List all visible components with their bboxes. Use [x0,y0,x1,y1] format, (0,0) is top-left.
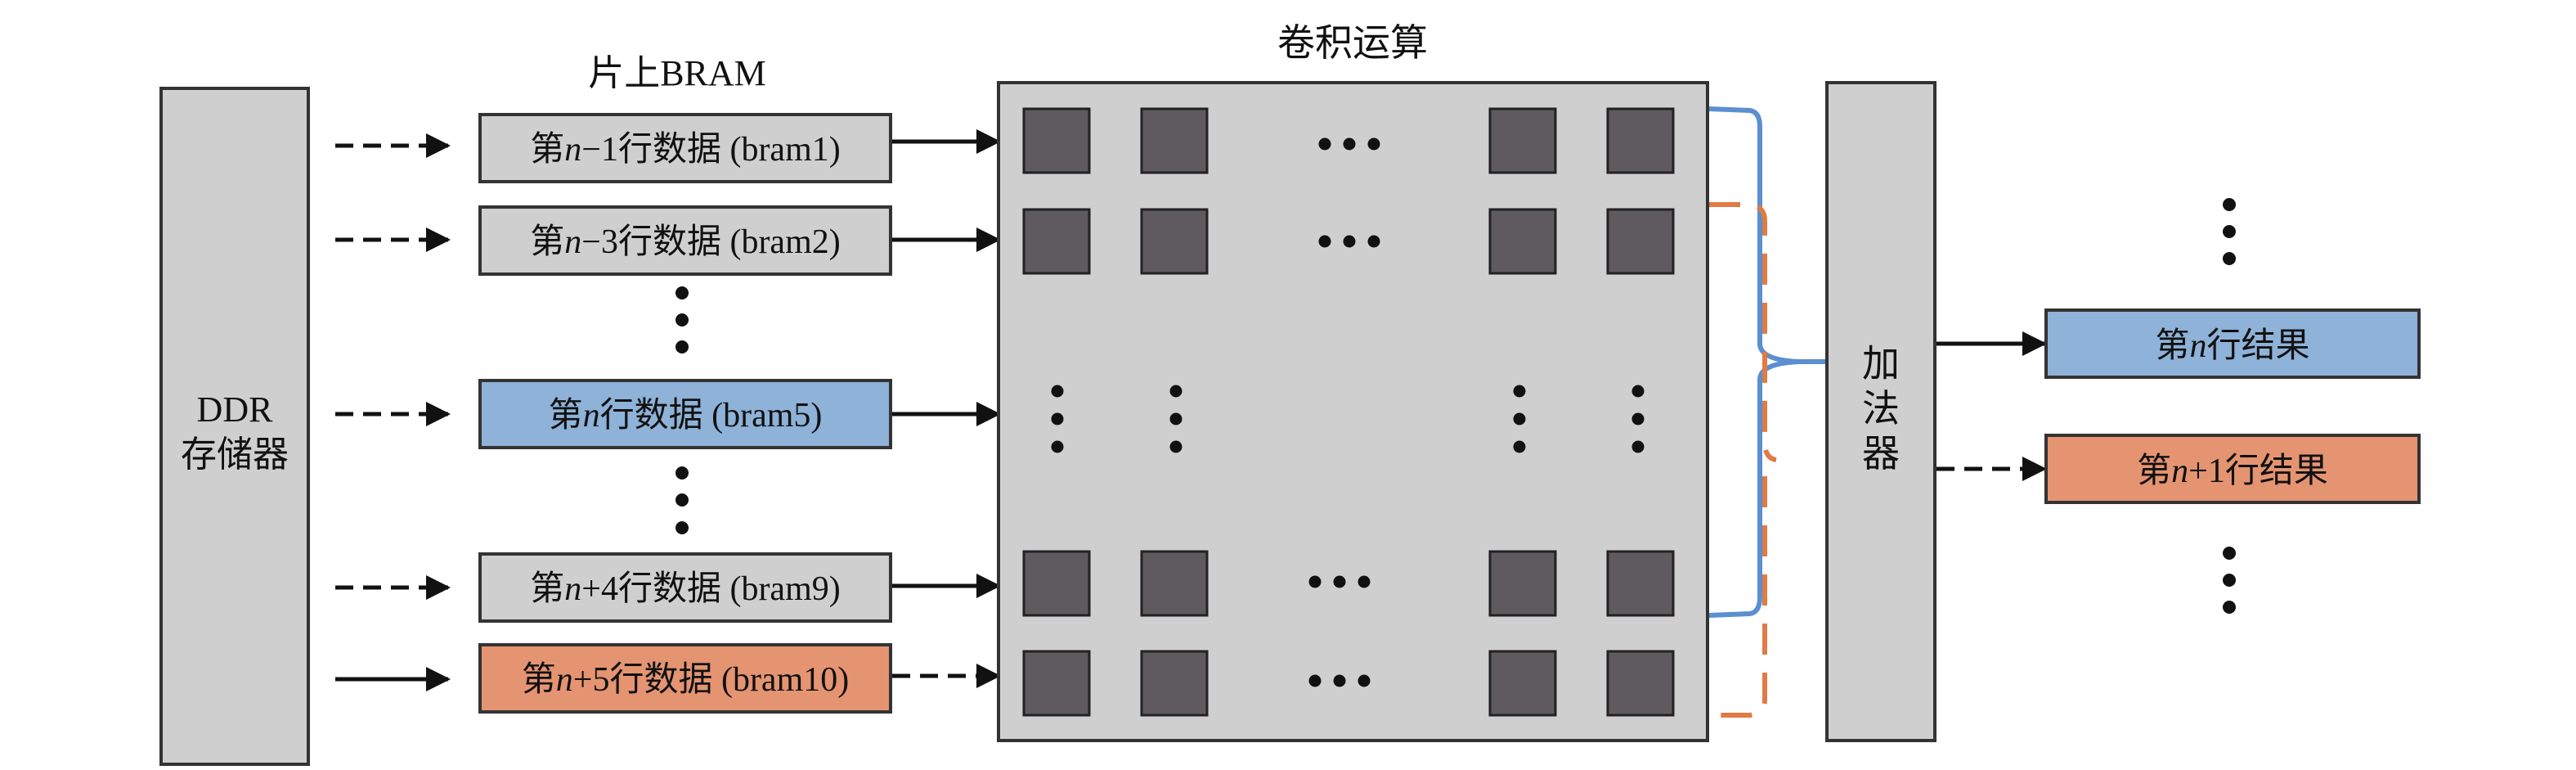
bram-ellipsis-upper [675,286,689,353]
adder-char-3: 器 [1862,433,1900,475]
svg-text:第n−1行数据 (bram1): 第n−1行数据 (bram1) [530,131,840,169]
bram-row-2: 第n−3行数据 (bram2) [478,205,892,276]
adder-char-2: 法 [1862,388,1900,430]
pe-cell [1488,550,1557,617]
conv-block [997,81,1709,742]
pe-cell [1022,208,1091,275]
pe-cell [1022,650,1091,717]
pe-cell [1140,550,1209,617]
conv-h-ellipsis [1308,137,1380,687]
bram-row-1: 第n−1行数据 (bram1) [478,113,892,183]
adder-char-1: 加 [1862,343,1900,385]
blue-bracket [1708,106,1825,618]
svg-text:第n+5行数据 (bram10): 第n+5行数据 (bram10) [522,661,849,699]
bram-row-5: 第n+5行数据 (bram10) [478,643,892,714]
result-row-2: 第n+1行结果 [2044,434,2421,504]
pe-cell [1488,208,1557,275]
pe-cell [1140,107,1209,174]
pe-cell [1606,107,1675,174]
pe-cell [1606,650,1675,717]
bram-to-conv-arrows [892,129,1001,688]
svg-text:第n+1行结果: 第n+1行结果 [2137,453,2328,490]
pe-cell [1022,550,1091,617]
pe-cell [1488,107,1557,174]
pe-cell [1488,650,1557,717]
pe-cell [1140,650,1209,717]
pe-cell [1606,208,1675,275]
pe-cell [1606,550,1675,617]
conv-v-ellipsis [1051,385,1645,453]
ddr-storage-block: DDR 存储器 [159,87,310,766]
bram-title: 片上BRAM [588,53,766,93]
svg-text:第n+4行数据 (bram9): 第n+4行数据 (bram9) [530,570,840,608]
svg-text:第n−3行数据 (bram2): 第n−3行数据 (bram2) [530,223,840,261]
result-ellipsis-bottom [2223,547,2236,614]
result-row-1: 第n行结果 [2044,308,2421,379]
bram-row-4: 第n+4行数据 (bram9) [478,552,892,623]
pe-cell [1140,208,1209,275]
adder-to-result-arrows [1936,331,2047,481]
conv-title: 卷积运算 [1277,22,1428,64]
bram-row-3: 第n行数据 (bram5) [478,379,892,449]
svg-text:第n行数据 (bram5): 第n行数据 (bram5) [549,397,823,435]
ddr-label-line1: DDR [197,390,274,430]
pe-cell [1022,107,1091,174]
orange-bracket [1709,202,1777,718]
adder-block: 加 法 器 [1825,81,1936,742]
ddr-to-bram-arrows [335,133,451,691]
ddr-label-line2: 存储器 [181,435,289,475]
bram-ellipsis-lower [675,466,689,534]
result-ellipsis-top [2223,198,2236,265]
svg-text:第n行结果: 第n行结果 [2155,327,2309,365]
